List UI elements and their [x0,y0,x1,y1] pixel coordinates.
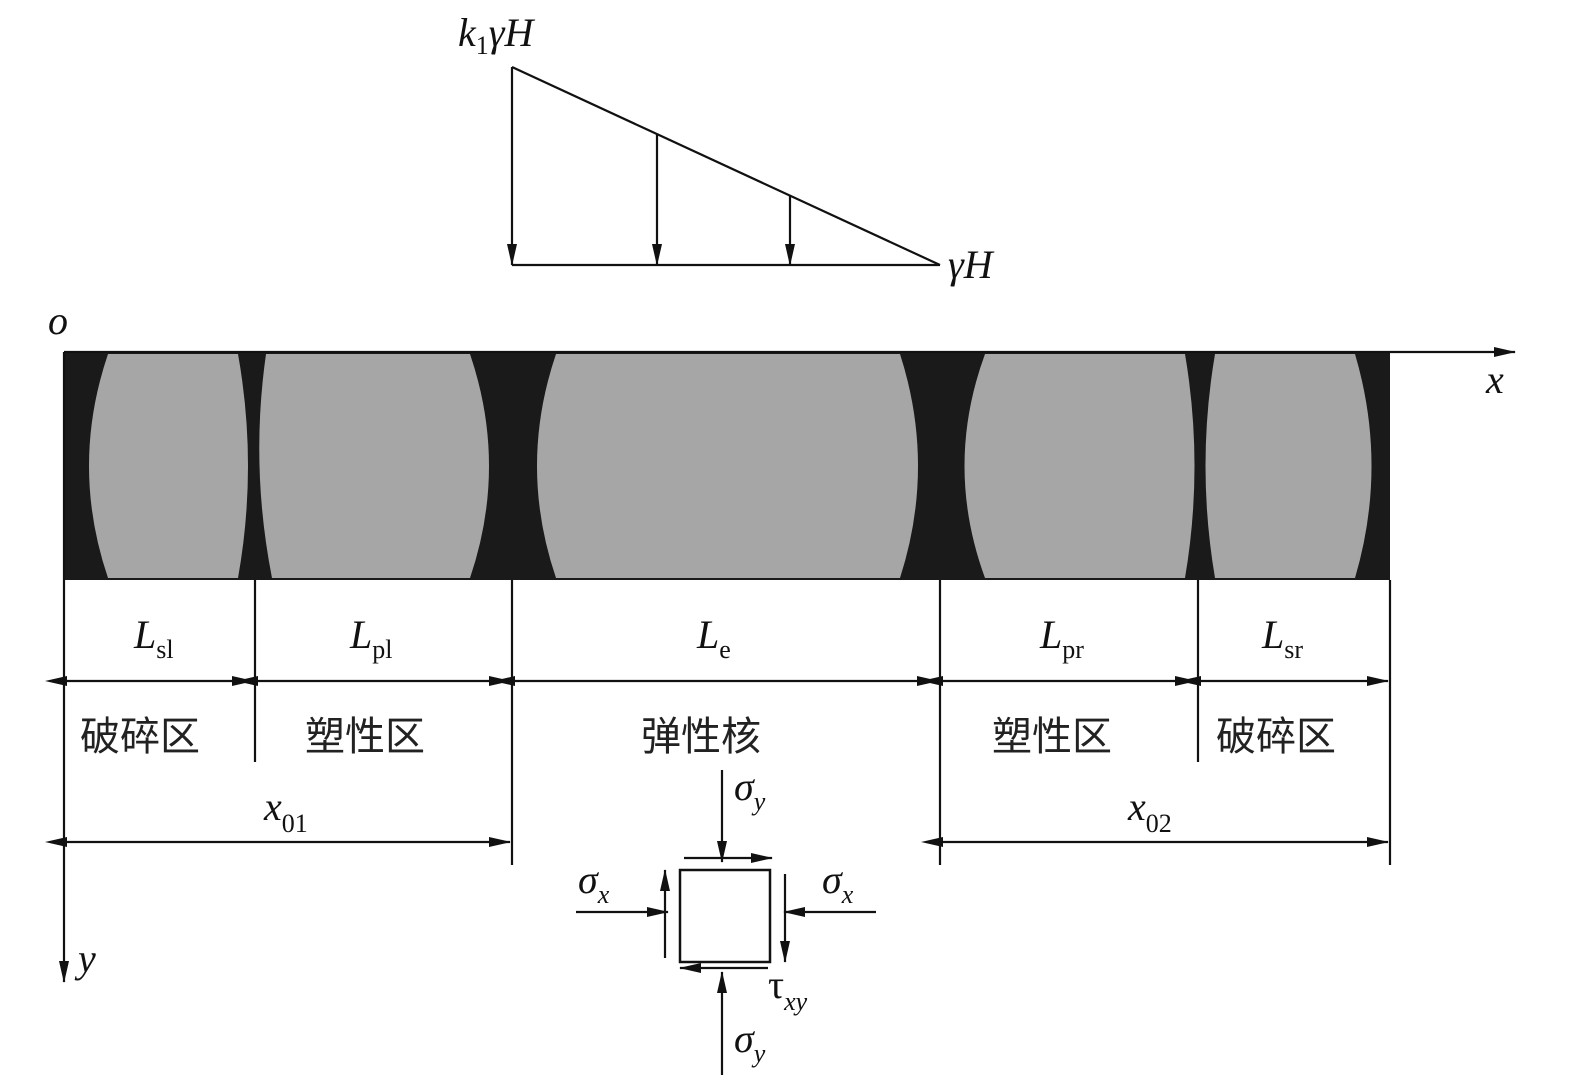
zone-label-pl: 塑性区 [305,714,425,760]
load-diagram: k1γH γH [458,10,995,287]
sigma-x-left: σ [578,857,599,902]
zone-label-sl: 破碎区 [80,714,200,760]
svg-text:τxy: τxy [768,962,808,1016]
x01-label: x01 [263,784,308,838]
x02-label: x02 [1127,784,1172,838]
length-label-pr: Lpr [1039,612,1084,664]
tau-xy: τ [768,962,784,1007]
stress-element: σy σx σx τxy σy [576,764,876,1075]
zone-label-sr: 破碎区 [1216,714,1336,760]
length-label-sl: Lsl [133,612,174,664]
zone-label-e: 弹性核 [641,714,761,760]
sigma-y-top: σ [734,764,755,809]
zone-label-pr: 塑性区 [992,714,1112,760]
zone-shape-sl [89,354,248,578]
svg-text:σx: σx [578,857,610,909]
dimensions: Lsl Lpl Le Lpr Lsr 破碎区 塑性区 弹性核 塑性区 破碎区 x… [45,580,1392,865]
origin-label: o [48,298,68,343]
load-bottom-label: γH [948,242,995,287]
axes: o x y [48,298,1516,983]
y-axis-label: y [74,936,96,981]
coal-pillar [64,352,1390,580]
sigma-x-right: σ [822,857,843,902]
sigma-y-bottom: σ [734,1016,755,1061]
zone-shape-e [537,354,918,578]
zone-shape-pr [964,354,1195,578]
zone-shape-sr [1205,354,1372,578]
length-label-sr: Lsr [1261,612,1303,664]
zone-shape-pl [259,354,489,578]
svg-text:σx: σx [822,857,854,909]
load-top-label: k1γH [458,10,536,60]
length-label-pl: Lpl [349,612,392,664]
svg-text:σy: σy [734,764,766,816]
length-label-e: Le [696,612,731,664]
x-axis-label: x [1485,357,1504,402]
svg-text:σy: σy [734,1016,766,1068]
